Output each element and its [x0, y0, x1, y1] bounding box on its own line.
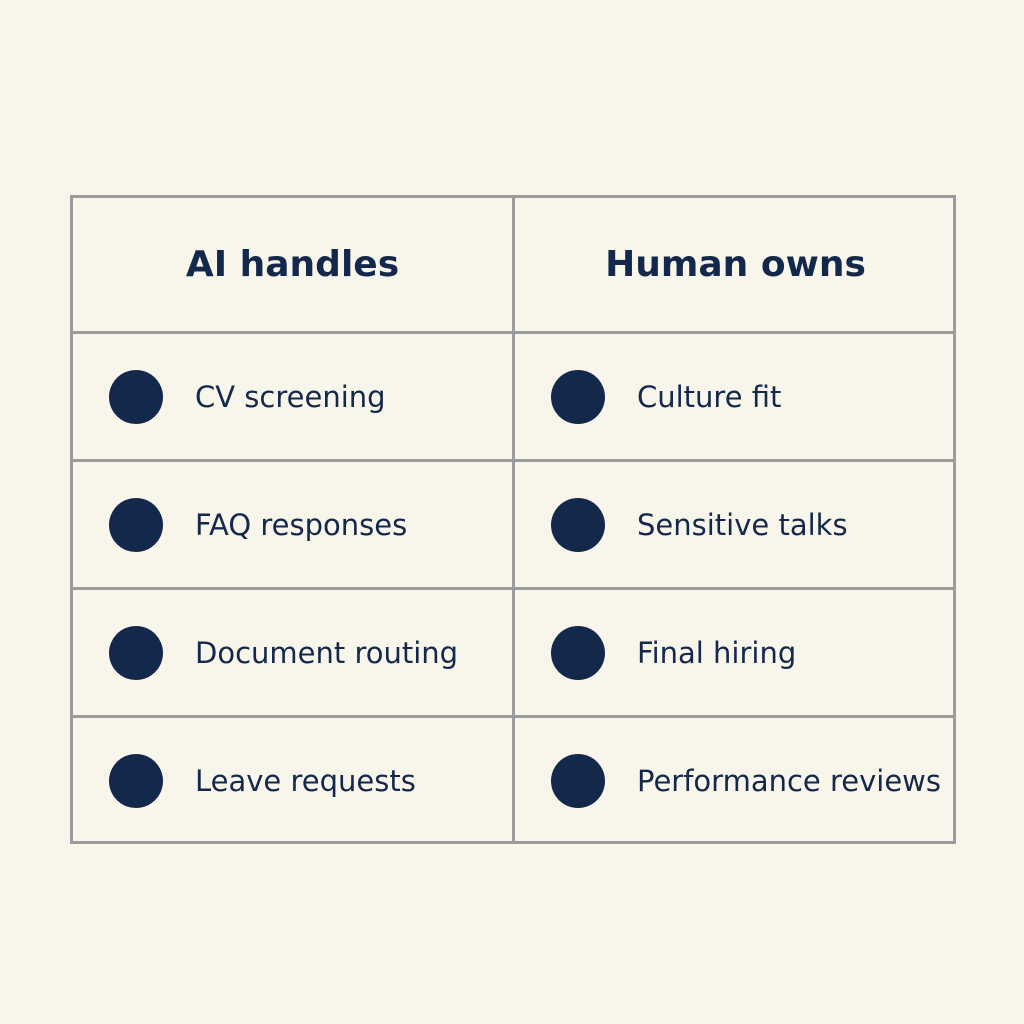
- table-row-cell: Final hiring: [515, 590, 956, 718]
- table-row-cell: Sensitive talks: [515, 462, 956, 590]
- list-item: Culture fit: [637, 379, 782, 414]
- column-header-human: Human owns: [605, 244, 866, 285]
- list-item: Final hiring: [637, 635, 797, 670]
- table-row-cell: CV screening: [73, 334, 515, 462]
- table-row-cell: Document routing: [73, 590, 515, 718]
- header-cell-human: Human owns: [515, 198, 956, 334]
- bullet-icon: [551, 369, 605, 424]
- list-item: Performance reviews: [637, 764, 942, 798]
- bullet-icon: [551, 625, 605, 680]
- bullet-icon: [109, 754, 163, 808]
- table-row-cell: FAQ responses: [73, 462, 515, 590]
- bullet-icon: [551, 497, 605, 552]
- table-row-cell: Leave requests: [73, 718, 515, 844]
- list-item: Document routing: [195, 635, 459, 670]
- list-item: FAQ responses: [195, 507, 408, 542]
- list-item: Sensitive talks: [637, 507, 848, 542]
- column-header-ai: AI handles: [185, 244, 400, 285]
- table-row-cell: Culture fit: [515, 334, 956, 462]
- table-row-cell: Performance reviews: [515, 718, 956, 844]
- bullet-icon: [109, 625, 163, 680]
- bullet-icon: [109, 369, 163, 424]
- comparison-table: AI handles Human owns CV screening Cultu…: [70, 195, 956, 844]
- header-cell-ai: AI handles: [73, 198, 515, 334]
- list-item: Leave requests: [195, 764, 416, 798]
- bullet-icon: [109, 497, 163, 552]
- list-item: CV screening: [195, 379, 386, 414]
- bullet-icon: [551, 754, 605, 808]
